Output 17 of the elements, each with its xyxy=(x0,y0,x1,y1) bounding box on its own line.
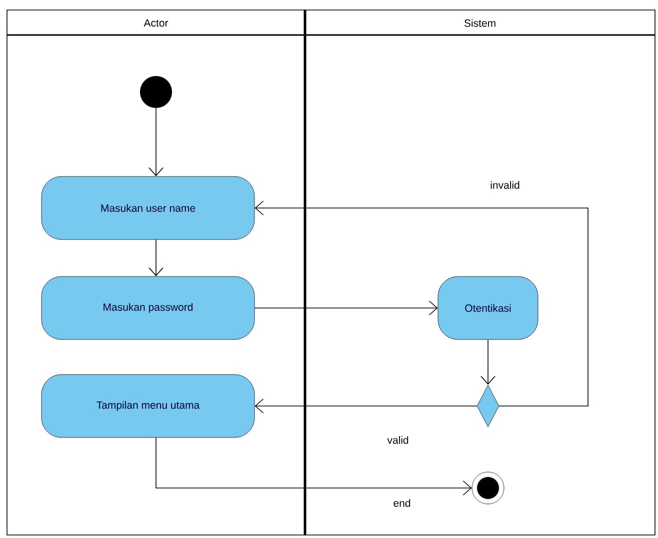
activity-box: Masukan user name xyxy=(41,176,255,240)
decision-diamond xyxy=(476,384,500,428)
arrow xyxy=(254,300,438,316)
edge-label: invalid xyxy=(489,180,521,190)
end-node xyxy=(472,472,504,504)
arrow xyxy=(148,108,164,176)
activity-box: Masukan password xyxy=(41,276,255,340)
arrow xyxy=(480,339,496,385)
arrow xyxy=(148,239,164,276)
edge-label: valid xyxy=(386,435,410,445)
activity-box: Tampilan menu utama xyxy=(41,374,255,438)
arrow xyxy=(254,200,588,406)
activity-box: Otentikasi xyxy=(438,276,538,340)
arrow xyxy=(254,398,478,414)
arrow xyxy=(156,437,472,496)
start-node xyxy=(140,76,172,108)
edge-label: end xyxy=(392,498,412,508)
